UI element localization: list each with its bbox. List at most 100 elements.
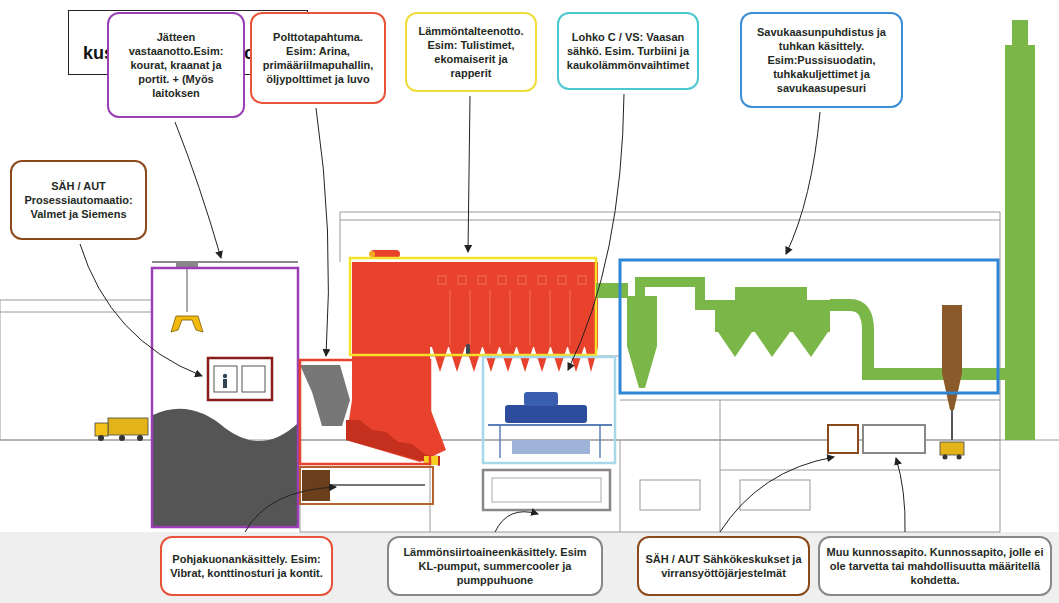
waste-bunker: [152, 261, 298, 263]
leader-lines: [245, 487, 336, 532]
turbine-hall: [512, 440, 590, 454]
turbine-hall: [499, 425, 501, 458]
flue-gas-cleaning: [715, 300, 830, 332]
callout-text: Savukaasunpuhdistus ja tuhkan käsittely.…: [748, 25, 895, 95]
building-outline: [340, 220, 1000, 221]
boiler: [432, 347, 448, 372]
slag-handling: [302, 470, 330, 501]
leader-lines: [468, 96, 470, 252]
turbine-hall: [483, 470, 610, 510]
small-rooms: [828, 425, 858, 453]
boiler: [478, 276, 486, 284]
ash-truck: [943, 455, 948, 460]
callout-box: Lämmönsiirtoaineenkäsittely. Esim KL-pum…: [387, 536, 603, 596]
boiler: [369, 251, 375, 257]
building-outline: [0, 300, 152, 440]
callout-text: Muu kunnossapito. Kunnossapito, jolle ei…: [826, 545, 1044, 587]
flue-gas-cleaning: [862, 368, 1007, 380]
flue-gas-cleaning: [596, 283, 628, 298]
chimney: [1005, 20, 1035, 440]
boiler: [534, 347, 550, 372]
building-outline: [620, 400, 1000, 401]
bottom-band: [0, 532, 1059, 603]
automation-room: [208, 358, 272, 400]
callout-text: Lämmöntalteenotto. Esim: Tulistimet, eko…: [413, 24, 529, 80]
truck: [119, 435, 125, 441]
boiler: [550, 290, 551, 345]
flue-gas-cleaning: [830, 305, 868, 372]
flue-gas-cleaning: [718, 332, 752, 357]
boiler: [470, 290, 471, 345]
waste-bunker: [171, 316, 203, 332]
callout-box: Pohjakuonankäsittely. Esim: Vibrat, kont…: [160, 536, 333, 596]
flue-gas-cleaning: [620, 260, 998, 393]
bottom-band: [0, 532, 1059, 603]
callout-text: SÄH / AUT Prosessiautomaatio: Valmet ja …: [18, 179, 139, 221]
small-rooms: [828, 425, 925, 453]
slag-handling: [330, 484, 425, 486]
small-rooms: [863, 425, 925, 453]
boiler: [530, 290, 531, 345]
leader-lines: [80, 244, 202, 376]
callout-box: SÄH / AUT Sähkökeskukset ja virransyöttö…: [637, 536, 810, 596]
boiler: [551, 347, 567, 372]
slag-handling: [300, 467, 433, 504]
truck: [108, 418, 148, 435]
chimney: [1012, 20, 1028, 46]
flue-gas-cleaning: [755, 332, 790, 357]
flue-gas-cleaning: [627, 346, 657, 388]
callout-box: Jätteen vastaanotto.Esim: kourat, kraana…: [107, 12, 245, 118]
leader-lines: [896, 458, 905, 532]
boiler: [498, 276, 506, 284]
waste-bunker: [152, 262, 298, 527]
automation-room: [242, 366, 265, 392]
leader-lines: [175, 122, 221, 258]
truck: [95, 423, 108, 436]
callout-box: SÄH / AUT Prosessiautomaatio: Valmet ja …: [10, 160, 147, 240]
ash-truck: [940, 442, 964, 455]
boiler: [490, 290, 491, 345]
turbine-hall: [483, 357, 615, 463]
boiler: [346, 420, 440, 466]
callout-box: Savukaasunpuhdistus ja tuhkan käsittely.…: [740, 12, 903, 108]
flue-gas-cleaning: [596, 260, 1007, 440]
leader-lines: [495, 512, 538, 532]
boiler: [300, 360, 430, 464]
leader-lines: [568, 94, 624, 370]
boiler: [466, 344, 470, 348]
boiler: [458, 276, 466, 284]
slag-handling: [300, 467, 433, 504]
boiler: [430, 262, 598, 347]
turbine-hall: [599, 425, 601, 458]
boiler: [300, 365, 350, 426]
boiler: [350, 258, 596, 355]
building-outline: [0, 212, 1059, 532]
boiler: [438, 276, 586, 345]
leader-lines: [80, 94, 905, 532]
callout-box: Polttotapahtuma. Esim: Arina, primääriil…: [250, 12, 386, 104]
flue-gas-cleaning: [640, 282, 715, 305]
callout-text: Lämmönsiirtoaineenkäsittely. Esim KL-pum…: [395, 545, 595, 587]
callout-box: Lämmöntalteenotto. Esim: Tulistimet, eko…: [405, 12, 537, 92]
boiler: [538, 276, 546, 284]
leader-lines: [316, 108, 328, 356]
leader-lines: [786, 112, 820, 254]
waste-bunker: [152, 268, 298, 527]
boiler: [568, 347, 584, 372]
ash-truck: [940, 442, 964, 460]
boiler: [558, 276, 566, 284]
truck: [137, 435, 143, 441]
turbine-hall: [505, 405, 587, 423]
flue-gas-cleaning: [951, 410, 953, 440]
boiler: [483, 347, 499, 372]
callout-text: SÄH / AUT Sähkökeskukset ja virransyöttö…: [645, 552, 802, 580]
building-outline: [740, 480, 810, 510]
boiler: [450, 290, 451, 345]
callout-text: Lohko C / VS: Vaasan sähkö. Esim. Turbii…: [565, 30, 691, 72]
building-outline: [640, 480, 700, 510]
building-outline: [720, 400, 721, 532]
ash-truck: [957, 455, 962, 460]
flue-gas-cleaning: [793, 332, 828, 357]
automation-room: [208, 358, 272, 400]
